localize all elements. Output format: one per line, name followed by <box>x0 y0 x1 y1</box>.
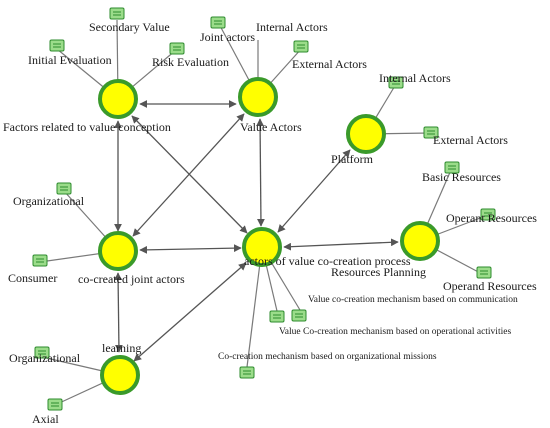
label-mech-operational: Value Co-creation mechanism based on ope… <box>279 327 511 337</box>
label-internal-actors-va: Internal Actors <box>256 20 328 34</box>
node-joint-actors[interactable] <box>98 231 138 271</box>
relation-value-actors-joint-actors <box>132 113 245 237</box>
memo-icon[interactable] <box>293 40 309 53</box>
label-value-conception: Factors related to value conception <box>3 120 171 134</box>
hub-labels: Factors related to value conception Valu… <box>3 120 426 355</box>
label-joint-actors-va: Joint actors <box>200 30 255 44</box>
relation-joint-actors-learning <box>114 272 123 353</box>
memo-icon[interactable] <box>47 398 63 411</box>
label-operand-resources: Operand Resources <box>443 279 537 293</box>
label-operant-resources: Operant Resources <box>446 211 537 225</box>
label-external-actors-pf: External Actors <box>433 133 508 147</box>
memo-icon[interactable] <box>169 42 185 55</box>
relation-process-resources <box>283 238 399 251</box>
memo-icon[interactable] <box>56 182 72 195</box>
edge-mech-missions <box>246 246 263 368</box>
memo-icon[interactable] <box>444 161 460 174</box>
memo-icon[interactable] <box>210 16 226 29</box>
memo-icon[interactable] <box>269 310 285 323</box>
label-joint-actors: co-created joint actors <box>78 272 185 286</box>
node-learning[interactable] <box>100 355 140 395</box>
label-initial-evaluation: Initial Evaluation <box>28 53 112 67</box>
memo-icon[interactable] <box>423 126 439 139</box>
memo-icon[interactable] <box>49 39 65 52</box>
label-axial: Axial <box>32 412 59 426</box>
label-secondary-value: Secondary Value <box>89 20 170 34</box>
label-value-actors: Value Actors <box>240 120 302 134</box>
relation-process-joint-actors <box>139 244 242 254</box>
relation-value-actors-process <box>256 118 265 227</box>
memo-icon[interactable] <box>480 208 496 221</box>
label-basic-resources: Basic Resources <box>422 170 501 184</box>
node-platform[interactable] <box>346 114 386 154</box>
leaf-labels: Secondary Value Initial Evaluation Risk … <box>8 20 537 426</box>
node-value-actors[interactable] <box>238 77 278 117</box>
memo-icon[interactable] <box>109 7 125 20</box>
hub-nodes <box>98 77 440 395</box>
node-value-conception[interactable] <box>98 79 138 119</box>
label-consumer: Consumer <box>8 271 57 285</box>
label-internal-actors-pf: Internal Actors <box>379 71 451 85</box>
label-platform: Platform <box>331 152 374 166</box>
label-organizational-ln: Organizational <box>9 351 81 365</box>
memo-icon[interactable] <box>32 254 48 267</box>
label-external-actors-va: External Actors <box>292 57 367 71</box>
label-risk-evaluation: Risk Evaluation <box>152 55 229 69</box>
memo-icons <box>32 7 496 411</box>
memo-icon[interactable] <box>291 309 307 322</box>
label-mech-missions: Co-creation mechanism based on organizat… <box>218 352 437 362</box>
hub-relations <box>114 100 399 362</box>
relation-learning-process <box>133 262 247 362</box>
label-mech-communication: Value co-creation mechanism based on com… <box>308 295 518 305</box>
node-process[interactable] <box>242 227 282 267</box>
label-learning: learning <box>102 341 141 355</box>
label-resources: Resources Planning <box>331 265 426 279</box>
label-process: actors of value co-creation process <box>244 254 411 268</box>
relation-process-platform <box>277 149 351 233</box>
node-resources[interactable] <box>400 221 440 261</box>
memo-icon[interactable] <box>476 266 492 279</box>
memo-icon[interactable] <box>34 346 50 359</box>
label-organizational-ja: Organizational <box>13 194 85 208</box>
memo-icon[interactable] <box>239 366 255 379</box>
memo-icon[interactable] <box>388 76 404 89</box>
